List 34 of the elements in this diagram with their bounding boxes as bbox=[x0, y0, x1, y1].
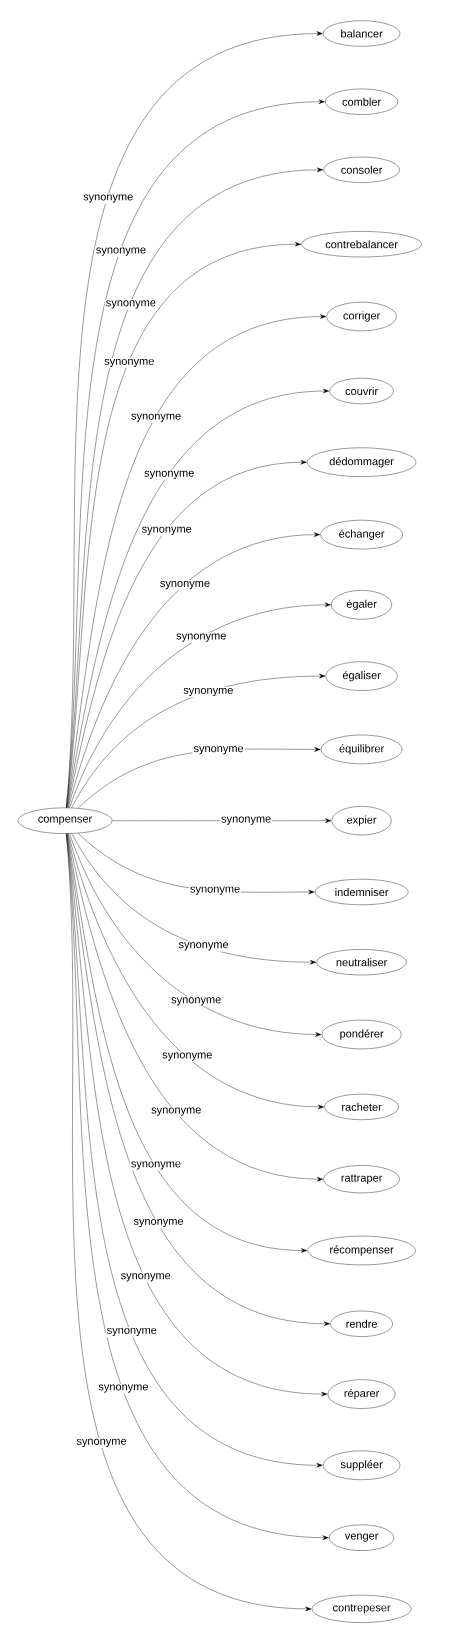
edge-label: synonyme bbox=[189, 885, 242, 896]
edge-label: synonyme bbox=[97, 1383, 150, 1394]
arrow bbox=[71, 833, 317, 965]
arrow bbox=[71, 673, 326, 808]
edge-label: synonyme bbox=[75, 1437, 128, 1449]
edge-label: synonyme bbox=[132, 1217, 185, 1229]
arrow bbox=[68, 833, 324, 1110]
arrow bbox=[69, 602, 331, 808]
edge-label: synonyme bbox=[192, 745, 245, 756]
arrow bbox=[66, 314, 327, 808]
arrow bbox=[68, 532, 321, 808]
arrow bbox=[67, 459, 307, 808]
edge-label: synonyme bbox=[161, 1051, 214, 1062]
edge-label: synonyme bbox=[94, 246, 148, 257]
edge-label: synonyme bbox=[129, 1160, 183, 1171]
edge-label: synonyme bbox=[104, 299, 157, 310]
edge-label: synonyme bbox=[119, 1272, 172, 1283]
arrow bbox=[67, 388, 330, 808]
arrow bbox=[69, 833, 322, 1037]
edge-label: synonyme bbox=[175, 632, 228, 643]
edge-label: synonyme bbox=[82, 193, 135, 204]
edge-label: synonyme bbox=[143, 469, 196, 480]
arrow bbox=[66, 241, 302, 808]
edge-label: synonyme bbox=[170, 996, 223, 1007]
edge-label: synonyme bbox=[177, 941, 230, 952]
edge-label: synonyme bbox=[158, 580, 211, 591]
arrow bbox=[67, 833, 324, 1182]
edge-label: synonyme bbox=[103, 357, 156, 369]
edge-label: synonyme bbox=[220, 815, 273, 826]
edge-label: synonyme bbox=[130, 412, 183, 423]
edge-label: synonyme bbox=[182, 686, 235, 698]
edge-label: synonyme bbox=[140, 525, 193, 536]
edge-label: synonyme bbox=[150, 1106, 203, 1117]
edge-label: synonyme bbox=[105, 1326, 158, 1338]
